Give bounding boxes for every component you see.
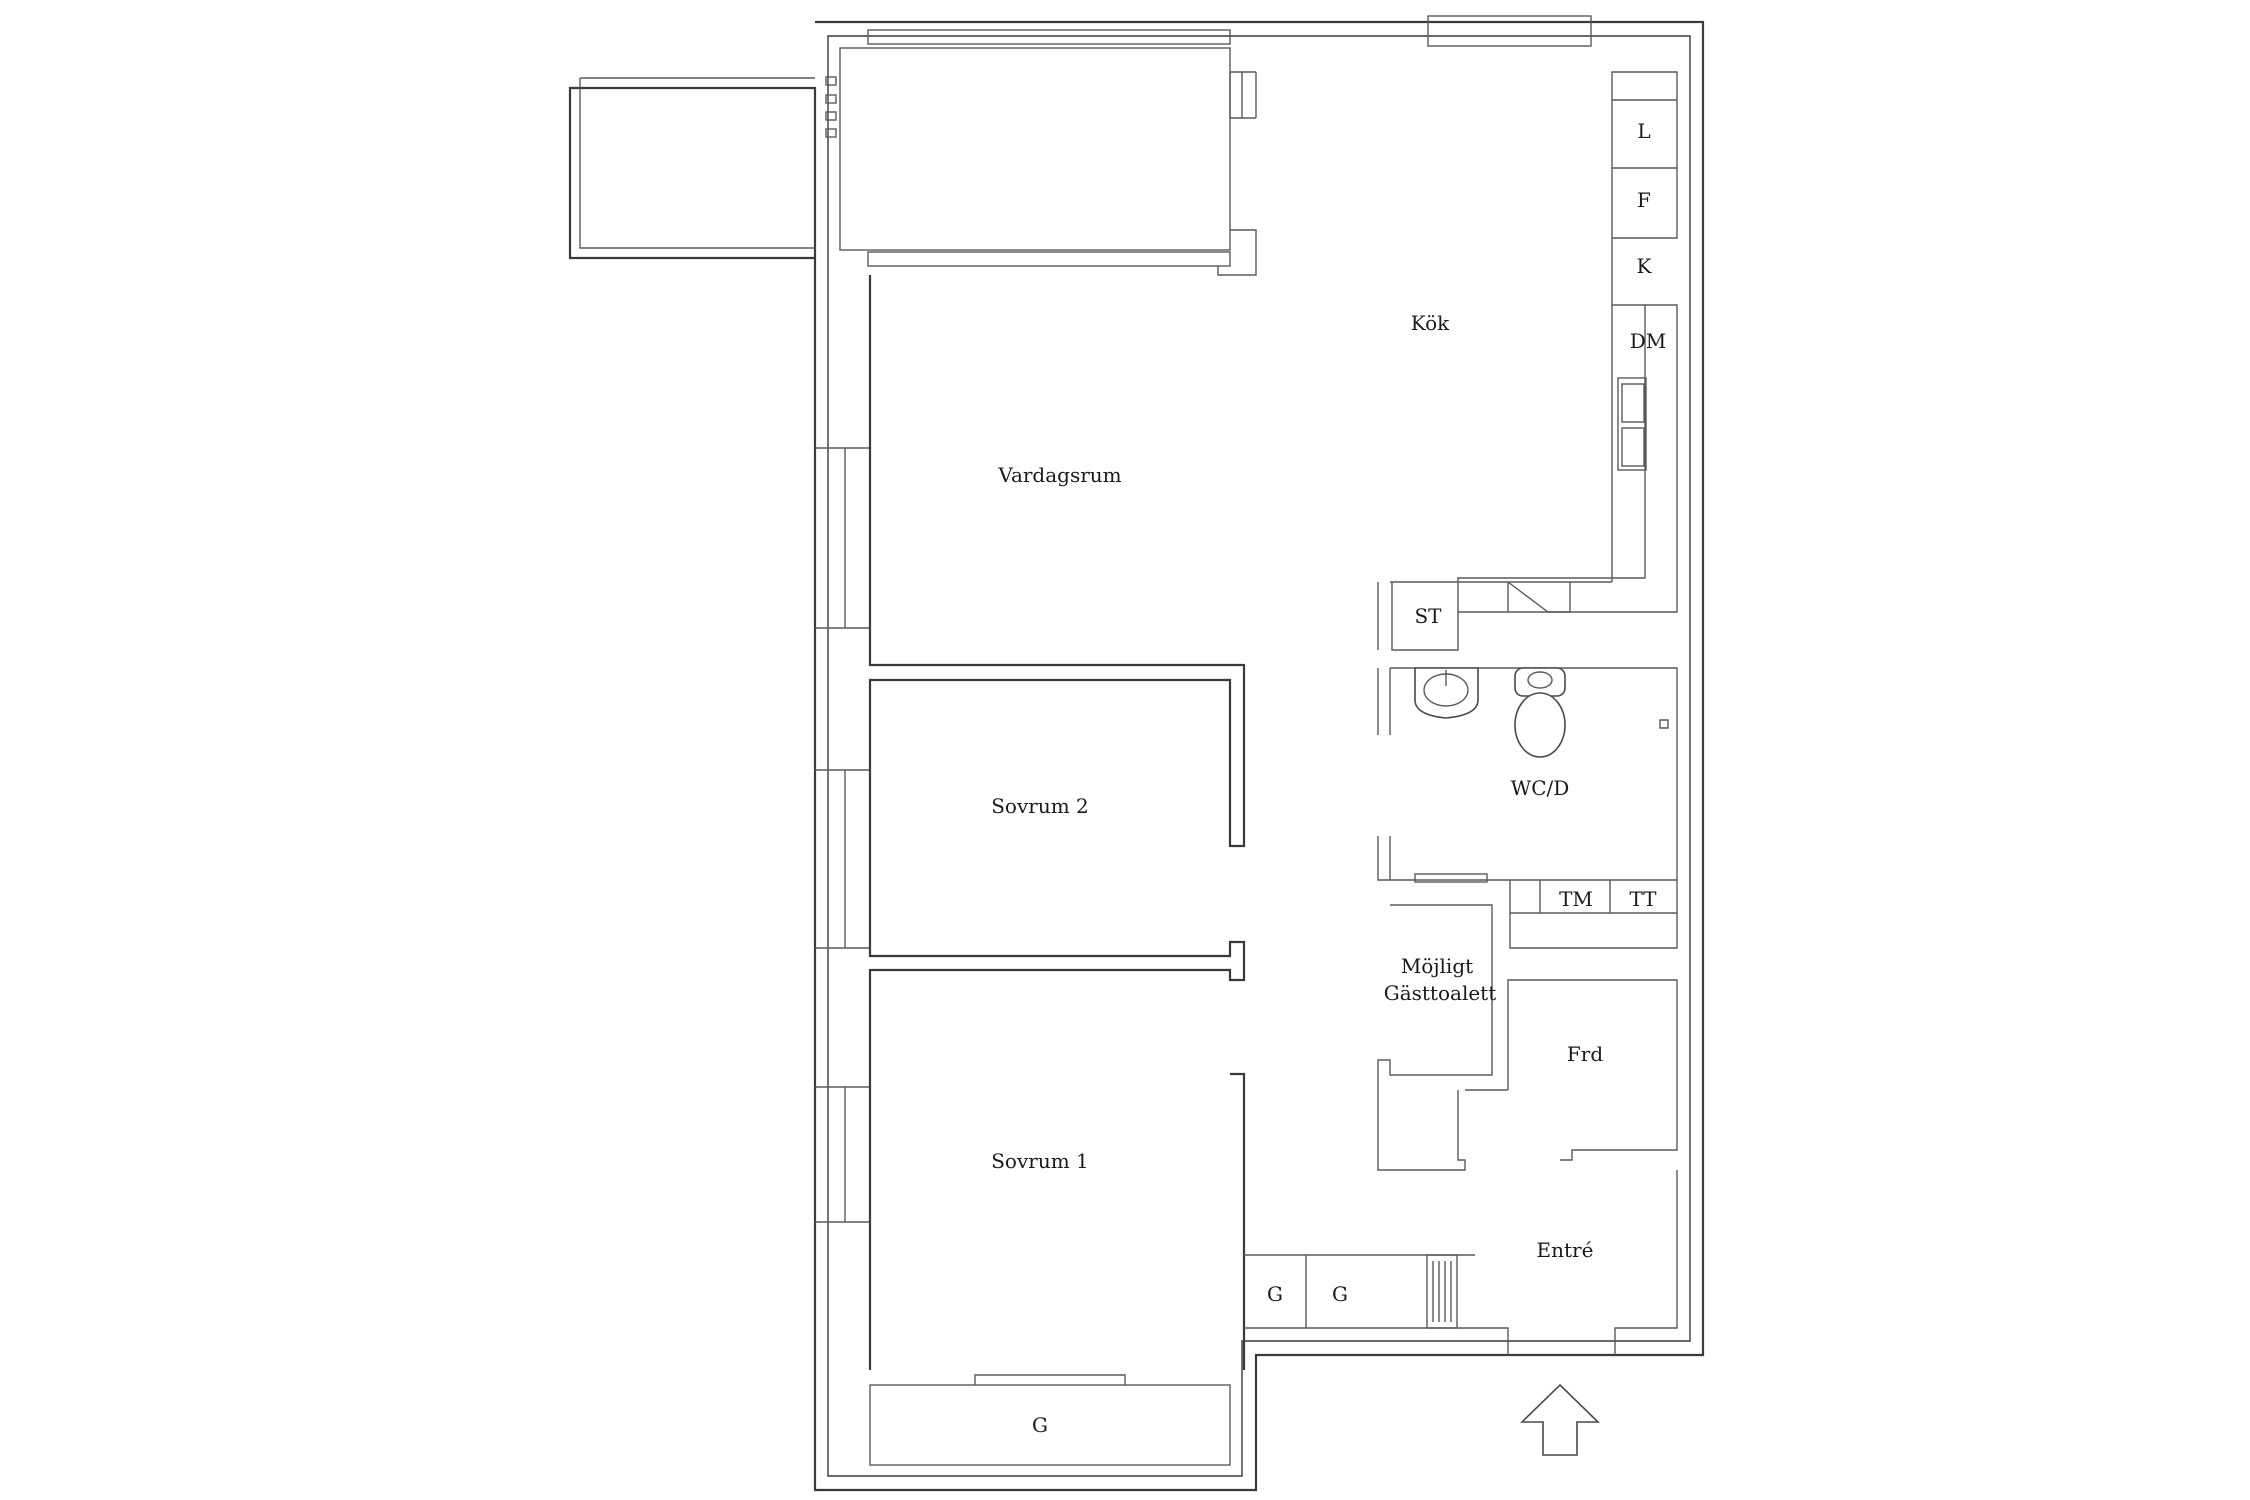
fixture-labels: L F K DM ST TM TT G G G: [1032, 119, 1666, 1437]
entrance-arrow-icon: [1520, 1383, 1600, 1456]
fixture-label-g-sovrum1: G: [1032, 1413, 1048, 1437]
fixture-label-g-entre-1: G: [1267, 1282, 1283, 1306]
wardrobe-sovrum1: [869, 1374, 1231, 1466]
radiator-icon: [1426, 1254, 1458, 1329]
room-labels: Kök Vardagsrum Sovrum 2 Sovrum 1 WC/D Mö…: [991, 311, 1603, 1262]
st-cabinet: [1377, 582, 1459, 651]
fixture-label-tt: TT: [1629, 887, 1657, 911]
wc-room: [1377, 667, 1678, 949]
fixture-label-l: L: [1637, 119, 1650, 143]
room-label-sovrum2: Sovrum 2: [991, 794, 1089, 818]
interior-walls: [868, 275, 1246, 1370]
room-label-gasttoalett: Gästtoalett: [1384, 981, 1497, 1005]
fixture-label-st: ST: [1414, 604, 1442, 628]
room-label-wcd: WC/D: [1511, 776, 1570, 800]
room-label-entre: Entré: [1537, 1238, 1594, 1262]
fixture-label-g-entre-2: G: [1332, 1282, 1348, 1306]
room-label-sovrum1: Sovrum 1: [991, 1149, 1089, 1173]
entrance: [1244, 1170, 1678, 1355]
toilet-icon: [1514, 667, 1566, 758]
room-label-mojligt: Möjligt: [1401, 954, 1473, 978]
fixture-label-tm: TM: [1559, 887, 1593, 911]
outer-walls: [568, 20, 1705, 1492]
frd-closet: [1465, 979, 1678, 1161]
room-label-frd: Frd: [1567, 1042, 1603, 1066]
room-label-vardagsrum: Vardagsrum: [997, 463, 1121, 487]
guest-toilet: [1377, 904, 1493, 1171]
room-label-kok: Kök: [1411, 311, 1450, 335]
fixture-label-k: K: [1637, 254, 1653, 278]
windows-left: [815, 447, 870, 1223]
fixture-label-dm: DM: [1630, 329, 1667, 353]
sink-icon: [1414, 667, 1479, 719]
fixture-label-f: F: [1637, 188, 1651, 212]
balcony: [825, 15, 1592, 276]
